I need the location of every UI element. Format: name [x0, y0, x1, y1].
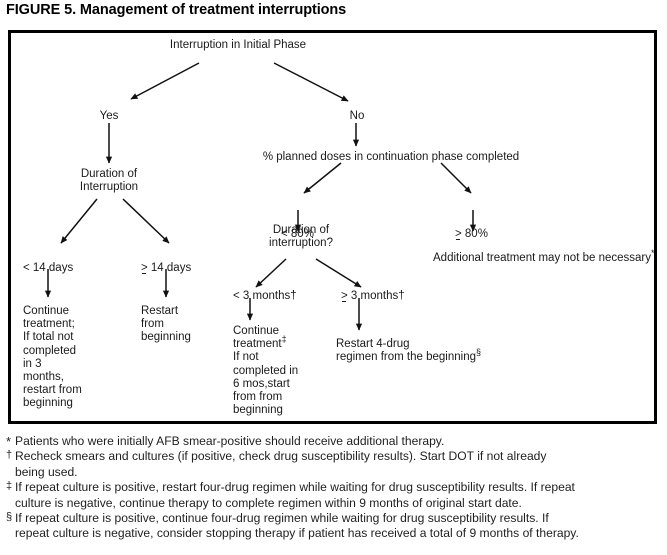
footnote-marker-ddagger: ‡ [281, 334, 287, 345]
node-ge-14-days: > 14 days [141, 249, 191, 275]
footnote-continuation: repeat culture is negative, consider sto… [15, 526, 579, 541]
lt-3-months-action-line1: Continue treatment [233, 325, 282, 351]
node-lt-14-days: < 14 days [23, 249, 73, 275]
greater-equal-icon: > [141, 262, 148, 275]
node-lt-3-months-action: Continue treatment‡ If not completed in … [233, 325, 343, 417]
flowchart-container: Interruption in Initial Phase Yes No Dur… [8, 30, 657, 424]
footnote-marker-star: * [650, 248, 655, 259]
footnote-marker: ‡ [6, 480, 13, 493]
ge-3-months-action-text: Restart 4-drug regimen from the beginnin… [336, 338, 476, 364]
footnote-continuation: being used. [15, 464, 78, 479]
footnote-item: †Recheck smears and cultures (if positiv… [6, 449, 661, 464]
lt-3-months-action-rest: If not completed in 6 mos,start from fro… [233, 351, 299, 417]
footnote-continuation: culture is negative, continue therapy to… [15, 495, 522, 510]
node-percent-planned-doses: % planned doses in continuation phase co… [262, 151, 520, 163]
footnote-text: Patients who were initially AFB smear-po… [15, 434, 445, 448]
node-lt-14-days-action: Continue treatment; If total not complet… [23, 305, 82, 410]
node-root: Interruption in Initial Phase [169, 39, 307, 51]
lt-14-days-label: < 14 days [23, 262, 74, 275]
footnote-marker-dagger: † [398, 290, 405, 303]
footnote-marker: † [6, 449, 13, 462]
node-additional-treatment-action: Additional treatment may not be necessar… [433, 249, 663, 265]
footnote-text: If repeat culture is positive, continue … [15, 511, 549, 526]
node-ge-14-days-action: Restart from beginning [141, 305, 191, 344]
greater-equal-icon: > [341, 290, 348, 303]
ge-3-months-label: 3 months [347, 290, 399, 303]
footnote-marker: * [6, 434, 12, 449]
footnote-text: Recheck smears and cultures (if positive… [15, 449, 547, 464]
node-ge-3-months: > 3 months† [341, 277, 405, 303]
footnote-item: §If repeat culture is positive, continue… [6, 511, 661, 526]
footnotes-list: *Patients who were initially AFB smear-p… [6, 434, 661, 542]
additional-treatment-text: Additional treatment may not be necessar… [433, 252, 651, 264]
page-title: FIGURE 5. Management of treatment interr… [6, 2, 347, 18]
footnote-item: ‡If repeat culture is positive, restart … [6, 480, 661, 495]
node-duration-interruption-initial: Duration of Interruption [79, 168, 139, 194]
ge-80-percent-label: 80% [461, 228, 488, 241]
node-ge-80-percent: > 80% [455, 215, 488, 241]
footnote-text: If repeat culture is positive, restart f… [15, 480, 575, 495]
footnote-marker-dagger: † [290, 290, 297, 303]
greater-equal-icon: > [455, 228, 462, 241]
node-lt-3-months: < 3 months† [233, 277, 297, 303]
footnote-item: *Patients who were initially AFB smear-p… [6, 434, 661, 449]
node-branch-yes: Yes [99, 110, 119, 122]
lt-3-months-label: < 3 months [233, 290, 291, 303]
node-branch-no: No [349, 110, 365, 122]
node-lt-80-percent: < 80% [281, 215, 314, 241]
node-ge-3-months-action: Restart 4-drug regimen from the beginnin… [336, 338, 596, 364]
lt-80-percent-label: < 80% [281, 228, 314, 241]
flowchart-canvas: Interruption in Initial Phase Yes No Dur… [11, 33, 655, 421]
footnote-marker: § [6, 511, 13, 524]
ge-14-days-label: 14 days [147, 262, 192, 275]
node-duration-interruption-continuation: Duration of interruption? [269, 224, 333, 250]
footnote-marker-section: § [476, 347, 482, 358]
